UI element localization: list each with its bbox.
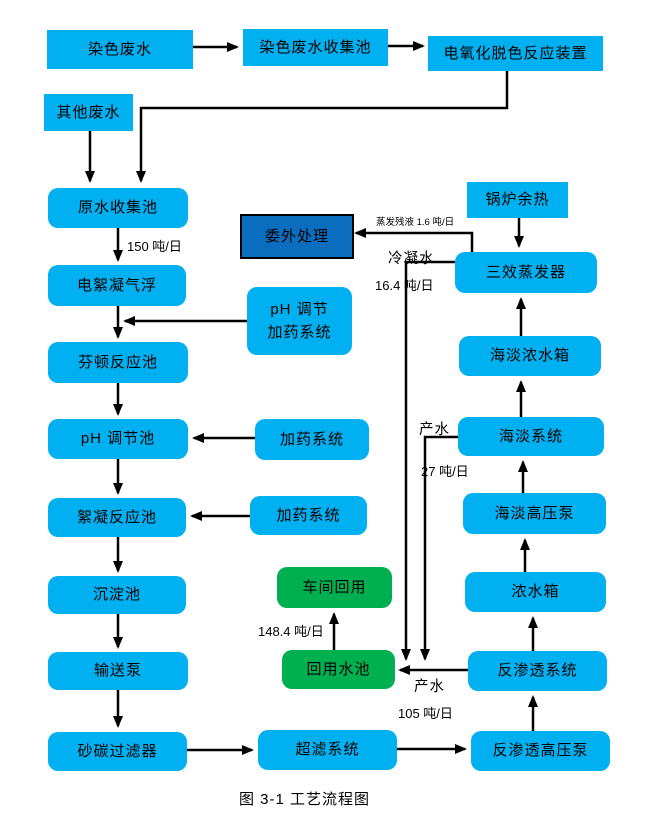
- node-sand-carbon-filter: 砂碳过滤器: [48, 732, 187, 771]
- node-outsourced-treatment: 委外处理: [240, 214, 354, 259]
- node-uf-system: 超滤系统: [258, 730, 397, 770]
- node-dosing-system-1: 加药系统: [255, 419, 369, 460]
- node-dye-collect-pool: 染色废水收集池: [243, 29, 388, 66]
- node-dosing-system-2: 加药系统: [250, 496, 367, 535]
- label-reuse-flow: 148.4 吨/日: [258, 624, 324, 639]
- node-other-wastewater: 其他废水: [44, 94, 133, 131]
- node-raw-collect-pool: 原水收集池: [48, 188, 188, 228]
- node-conc-water-tank: 浓水箱: [465, 572, 606, 612]
- figure-caption: 图 3-1 工艺流程图: [239, 791, 371, 808]
- node-electro-coag-flotation: 电絮凝气浮: [48, 265, 186, 306]
- label-condensate: 冷凝水: [388, 251, 435, 267]
- node-boiler-waste-heat: 锅炉余热: [467, 182, 568, 218]
- label-ro-product-flow: 105 吨/日: [398, 706, 453, 721]
- node-workshop-reuse: 车间回用: [277, 567, 392, 608]
- node-desal-conc-tank: 海淡浓水箱: [459, 336, 601, 376]
- node-sedimentation-pool: 沉淀池: [48, 576, 186, 614]
- node-transfer-pump: 输送泵: [48, 652, 188, 690]
- node-ph-dosing-system: pH 调节 加药系统: [247, 287, 352, 355]
- node-ph-adjust-pool: pH 调节池: [48, 419, 188, 459]
- node-fenton-pool: 芬顿反应池: [48, 342, 188, 383]
- label-raw-flow: 150 吨/日: [127, 239, 182, 254]
- label-condensate-flow: 16.4 吨/日: [375, 278, 434, 293]
- label-desal-product-flow: 27 吨/日: [421, 464, 469, 479]
- node-ro-hp-pump: 反渗透高压泵: [471, 731, 610, 771]
- label-ro-product: 产水: [414, 679, 445, 695]
- node-dye-wastewater: 染色废水: [47, 30, 193, 69]
- node-desal-system: 海淡系统: [458, 417, 604, 456]
- node-reuse-water-pool: 回用水池: [282, 650, 395, 689]
- node-electro-oxidation: 电氧化脱色反应装置: [428, 36, 603, 71]
- label-desal-product: 产水: [419, 422, 450, 438]
- node-desal-hp-pump: 海淡高压泵: [463, 493, 606, 534]
- node-triple-effect-evaporator: 三效蒸发器: [455, 252, 597, 293]
- node-floc-reaction-pool: 絮凝反应池: [48, 498, 186, 537]
- node-ro-system: 反渗透系统: [468, 651, 607, 691]
- label-evap-residue-flow: 蒸发残液 1.6 吨/日: [376, 217, 455, 228]
